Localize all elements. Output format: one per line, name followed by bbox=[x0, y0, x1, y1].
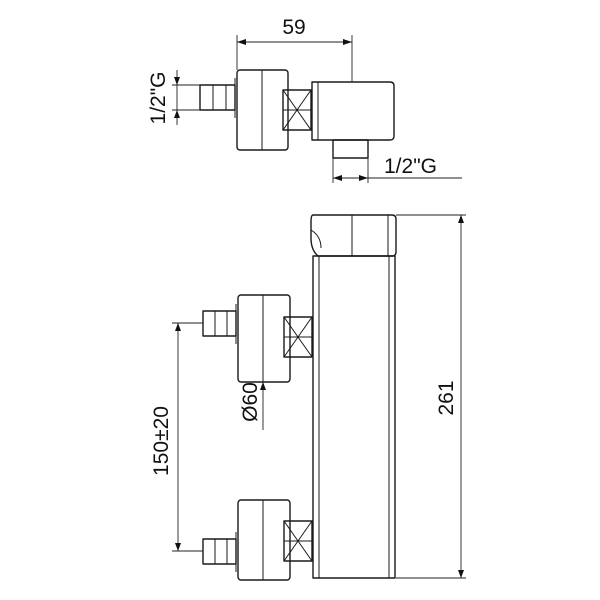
dimension-thread-right-label: 1/2"G bbox=[384, 155, 437, 178]
top-view-outlet-stub bbox=[332, 139, 369, 159]
front-view-lower-inlet bbox=[202, 499, 313, 581]
top-view-mixer-body bbox=[311, 81, 395, 141]
dimension-top-width-label: 59 bbox=[282, 16, 305, 39]
front-view-mixer-body bbox=[310, 214, 397, 579]
dimension-inlet-spacing-label: 150±20 bbox=[150, 406, 173, 476]
dimension-rosette-diameter-label: Ø60 bbox=[239, 382, 262, 422]
dimension-rosette-diameter bbox=[260, 382, 266, 430]
dimension-total-height bbox=[396, 214, 466, 579]
dimension-thread-left bbox=[172, 70, 200, 125]
dimension-inlet-spacing bbox=[172, 322, 203, 552]
front-view: Ø60 150±20 261 bbox=[150, 214, 466, 581]
top-view: 59 1/2"G 1/2"G bbox=[147, 16, 462, 183]
dimension-thread-left-label: 1/2"G bbox=[147, 72, 170, 125]
top-view-hex-nut bbox=[282, 89, 312, 131]
top-view-eccentric-stub bbox=[199, 78, 236, 118]
front-view-upper-inlet bbox=[202, 294, 313, 383]
dimension-total-height-label: 261 bbox=[435, 380, 458, 415]
dimension-thread-right bbox=[332, 158, 462, 183]
dimension-top-width bbox=[236, 35, 353, 82]
